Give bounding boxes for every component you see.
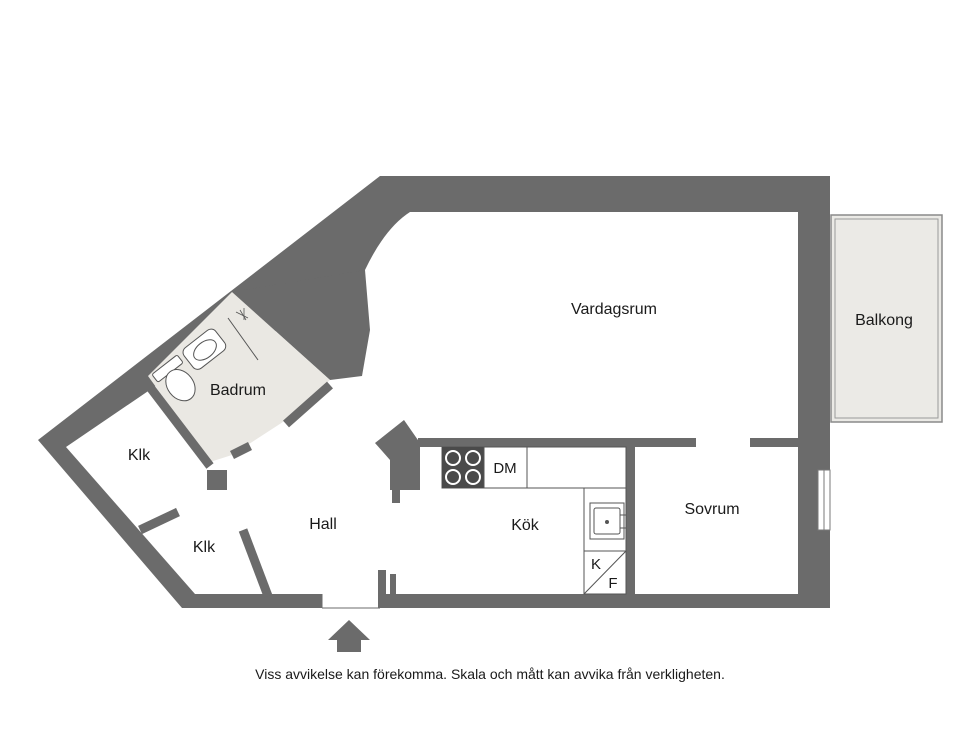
shower-screen: [227, 317, 259, 361]
dishwasher-label: DM: [493, 460, 516, 477]
partition-wall: [750, 438, 798, 447]
wall-stub: [798, 212, 830, 278]
room-label-badrum: Badrum: [210, 382, 266, 399]
kitchen-wall-block: [375, 420, 420, 503]
burner-icon: [445, 450, 461, 466]
disclaimer-text: Viss avvikelse kan förekomma. Skala och …: [255, 666, 725, 682]
closet-wall: [138, 507, 180, 535]
burner-icon: [465, 469, 481, 485]
burner-icon: [445, 469, 461, 485]
room-label-klk-upper: Klk: [128, 447, 151, 464]
room-label-hall: Hall: [309, 516, 337, 533]
kitchen-sink-icon: [589, 502, 626, 540]
bathroom-wall: [139, 375, 214, 469]
toilet-icon: [152, 355, 196, 402]
dishwasher: [483, 446, 528, 489]
fridge-label: K: [591, 556, 601, 573]
room-label-vardagsrum: Vardagsrum: [571, 301, 657, 318]
stove-icon: [442, 447, 484, 488]
door-frame: [378, 570, 386, 608]
entrance-arrow-icon: [328, 620, 370, 652]
room-label-kok: Kök: [511, 517, 540, 534]
balcony-area: [830, 214, 943, 423]
entrance-opening: [322, 594, 380, 608]
bathroom-wall: [229, 441, 253, 460]
room-label-klk-lower: Klk: [193, 539, 216, 556]
room-label-balkong: Balkong: [855, 312, 913, 329]
room-label-sovrum: Sovrum: [684, 501, 739, 518]
fridge-divider: [583, 550, 627, 595]
closet-wall: [238, 528, 273, 598]
door-frame: [390, 574, 396, 596]
bathroom-wall: [283, 381, 333, 428]
wall-post: [207, 470, 227, 490]
wall-stub: [798, 366, 830, 442]
burner-icon: [465, 450, 481, 466]
partition-wall: [626, 447, 635, 595]
inner-wall-mass: [232, 270, 370, 380]
balcony-rail: [834, 218, 939, 419]
shower-head-icon: [235, 308, 249, 321]
sink-icon: [182, 328, 227, 370]
partition-wall: [418, 438, 696, 447]
freezer-label: F: [608, 575, 617, 592]
